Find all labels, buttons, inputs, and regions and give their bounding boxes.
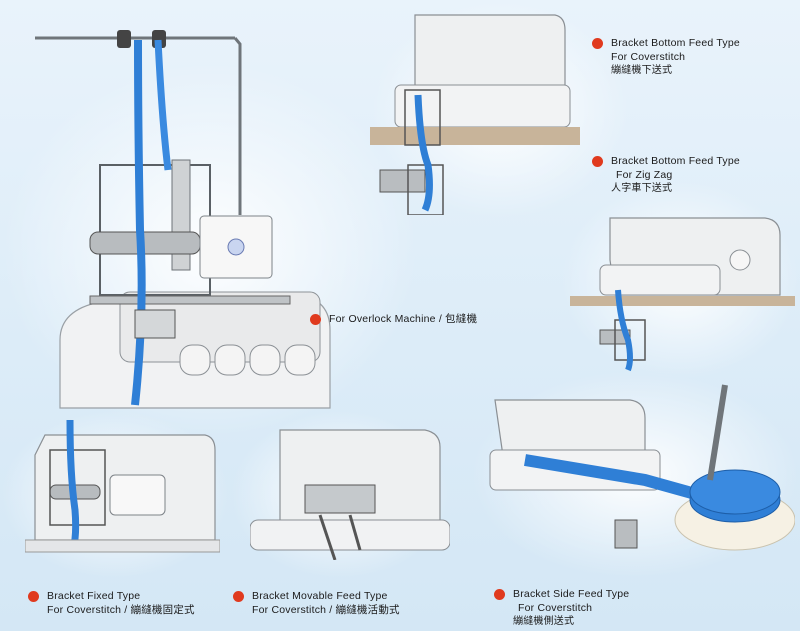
- bracket-fixed-image: [25, 415, 220, 555]
- label-bracket-bottom-coverstitch: Bracket Bottom Feed Type For Coverstitch…: [592, 36, 740, 78]
- bracket-fixed-line1: Bracket Fixed Type: [47, 590, 141, 602]
- bracket-movable-image: [250, 425, 450, 560]
- bullet-icon: [592, 37, 603, 49]
- label-bracket-fixed: Bracket Fixed Type For Coverstitch / 繃縫機…: [28, 589, 195, 617]
- bullet-icon: [592, 155, 603, 167]
- bracket-side-line3: 繃縫機側送式: [513, 616, 575, 627]
- bullet-icon: [233, 590, 244, 602]
- label-overlock: For Overlock Machine / 包縫機: [310, 312, 477, 326]
- bracket-side-line1: Bracket Side Feed Type: [513, 588, 630, 600]
- bracket-movable-line2: For Coverstitch / 繃縫機活動式: [252, 604, 400, 616]
- bracket-side-line2: For Coverstitch: [518, 602, 593, 614]
- overlock-label-text: For Overlock Machine / 包縫機: [329, 313, 478, 325]
- bullet-icon: [310, 313, 321, 325]
- bottom-coverstitch-line3: 繃縫機下送式: [611, 65, 673, 76]
- bottom-zigzag-line2: For Zig Zag: [616, 169, 673, 181]
- label-bracket-movable: Bracket Movable Feed Type For Coverstitc…: [233, 589, 400, 617]
- bracket-side-image: [485, 380, 795, 560]
- bullet-icon: [494, 588, 505, 600]
- bullet-icon: [28, 590, 39, 602]
- overlock-machine-image: [30, 10, 350, 410]
- bottom-zigzag-line3: 人字車下送式: [611, 183, 673, 194]
- bottom-coverstitch-line2: For Coverstitch: [611, 51, 686, 63]
- label-bracket-side: Bracket Side Feed Type For Coverstitch 繃…: [494, 587, 629, 629]
- zigzag-bottom-feed-image: [570, 210, 795, 375]
- bottom-coverstitch-line1: Bracket Bottom Feed Type: [611, 37, 740, 49]
- coverstitch-bottom-feed-image: [370, 5, 580, 215]
- bottom-zigzag-line1: Bracket Bottom Feed Type: [611, 155, 740, 167]
- label-bracket-bottom-zigzag: Bracket Bottom Feed Type For Zig Zag 人字車…: [592, 154, 740, 196]
- bracket-movable-line1: Bracket Movable Feed Type: [252, 590, 388, 602]
- bracket-fixed-line2: For Coverstitch / 繃縫機固定式: [47, 604, 195, 616]
